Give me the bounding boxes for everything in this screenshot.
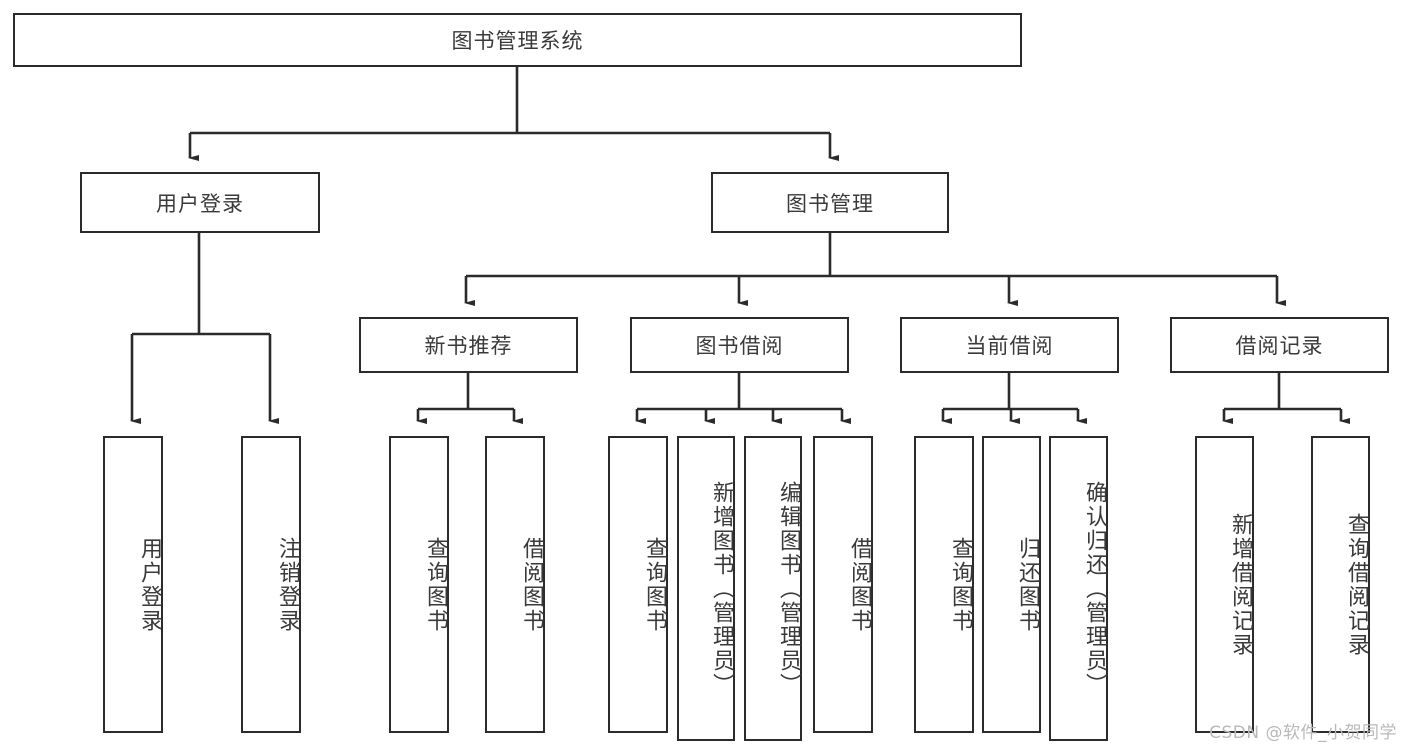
node-label: 借阅图书 — [519, 536, 544, 633]
node-label: 查询借阅记录 — [1344, 512, 1369, 657]
node-user-login[interactable]: 用户登录 — [80, 172, 320, 233]
node-new-book-recommend[interactable]: 新书推荐 — [359, 317, 578, 373]
leaf-borrow-record-query[interactable]: 查询借阅记录 — [1311, 436, 1370, 733]
node-label: 编辑图书（管理员） — [776, 480, 801, 697]
node-borrow-record[interactable]: 借阅记录 — [1170, 317, 1389, 373]
node-label: 查询图书 — [642, 536, 667, 633]
leaf-new-book-query[interactable]: 查询图书 — [389, 436, 449, 733]
node-label: 查询图书 — [948, 536, 973, 633]
node-label: 注销登录 — [275, 536, 300, 633]
node-label: 当前借阅 — [965, 334, 1054, 358]
node-label: 用户登录 — [137, 536, 162, 633]
node-root-system[interactable]: 图书管理系统 — [13, 13, 1022, 67]
node-label: 借阅记录 — [1235, 334, 1324, 358]
leaf-current-borrow-return[interactable]: 归还图书 — [982, 436, 1041, 733]
node-label: 图书借阅 — [695, 334, 784, 358]
leaf-new-book-borrow[interactable]: 借阅图书 — [485, 436, 545, 733]
leaf-current-borrow-query[interactable]: 查询图书 — [914, 436, 974, 733]
leaf-user-login-logout[interactable]: 注销登录 — [241, 436, 301, 733]
leaf-book-borrow-borrow[interactable]: 借阅图书 — [813, 436, 873, 733]
node-label: 新增图书（管理员） — [709, 480, 734, 697]
node-label: 查询图书 — [423, 536, 448, 633]
leaf-borrow-record-add[interactable]: 新增借阅记录 — [1195, 436, 1254, 733]
node-label: 借阅图书 — [847, 536, 872, 633]
node-current-borrow[interactable]: 当前借阅 — [900, 317, 1119, 373]
node-book-borrow[interactable]: 图书借阅 — [630, 317, 849, 373]
node-label: 新增借阅记录 — [1228, 512, 1253, 657]
node-label: 用户登录 — [156, 191, 244, 216]
node-book-management[interactable]: 图书管理 — [711, 172, 949, 233]
leaf-book-borrow-query[interactable]: 查询图书 — [608, 436, 668, 733]
node-label: 新书推荐 — [424, 334, 513, 358]
node-label: 确认归还（管理员） — [1082, 480, 1107, 697]
leaf-current-borrow-confirm-return[interactable]: 确认归还（管理员） — [1049, 436, 1108, 741]
leaf-book-borrow-add[interactable]: 新增图书（管理员） — [677, 436, 735, 741]
node-label: 归还图书 — [1015, 536, 1040, 633]
leaf-user-login-login[interactable]: 用户登录 — [103, 436, 163, 733]
node-label: 图书管理系统 — [451, 29, 584, 53]
leaf-book-borrow-edit[interactable]: 编辑图书（管理员） — [744, 436, 802, 741]
watermark-text: CSDN @软件_小贺同学 — [1209, 723, 1397, 743]
node-label: 图书管理 — [786, 191, 874, 216]
